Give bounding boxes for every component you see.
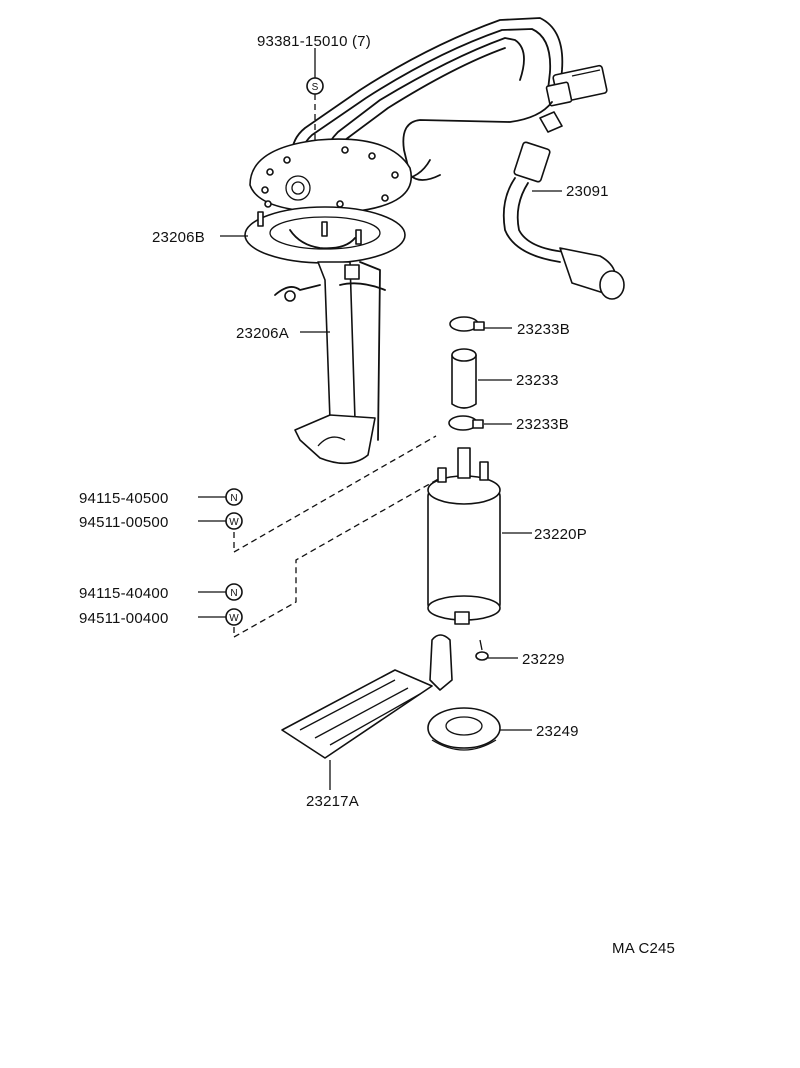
- dashed-leader-upper: [233, 435, 437, 554]
- s-symbol-letter: S: [312, 82, 319, 93]
- label-23220p: 23220P: [534, 526, 587, 543]
- pump-bracket: [274, 261, 386, 465]
- bolt-s-symbol: S: [306, 48, 324, 140]
- svg-text:W: W: [229, 517, 239, 528]
- label-23233b-top: 23233B: [517, 321, 570, 338]
- gasket-ring: [244, 206, 406, 264]
- wire-harness: [339, 101, 563, 187]
- label-94511-00400: 94511-00400: [79, 610, 169, 627]
- top-flange: [249, 138, 412, 214]
- label-94115-40400: 94115-40400: [79, 585, 169, 602]
- fuel-hose-assembly: [502, 141, 625, 300]
- washer-symbol-1: W: [225, 512, 243, 530]
- label-23217a: 23217A: [306, 793, 359, 810]
- pump-cushion: [427, 707, 501, 751]
- label-23249: 23249: [536, 723, 579, 740]
- dashed-leader-lower: [233, 477, 441, 639]
- label-23206b: 23206B: [152, 229, 205, 246]
- nut-symbol-2: N: [225, 583, 243, 601]
- clip-small: [475, 639, 489, 661]
- label-23091: 23091: [566, 183, 609, 200]
- nut-symbol-1: N: [225, 488, 243, 506]
- diagram-reference-code: MA C245: [612, 940, 675, 957]
- svg-text:W: W: [229, 613, 239, 624]
- label-23233b-bottom: 23233B: [516, 416, 569, 433]
- svg-text:N: N: [230, 493, 237, 504]
- label-94511-00500: 94511-00500: [79, 514, 169, 531]
- fuel-filter-screen: [281, 634, 453, 759]
- label-94115-40500: 94115-40500: [79, 490, 169, 507]
- hose-clamp-bottom: [448, 415, 484, 431]
- hose-sleeve: [451, 348, 477, 409]
- label-23233: 23233: [516, 372, 559, 389]
- washer-symbol-2: W: [225, 608, 243, 626]
- label-23229: 23229: [522, 651, 565, 668]
- leader-lines: [198, 190, 562, 790]
- wire-connector: [545, 64, 608, 107]
- label-93381-15010: 93381-15010 (7): [257, 33, 371, 50]
- svg-text:N: N: [230, 588, 237, 599]
- fuel-pump: [427, 447, 501, 625]
- hose-clamp-top: [449, 316, 485, 332]
- label-23206a: 23206A: [236, 325, 289, 342]
